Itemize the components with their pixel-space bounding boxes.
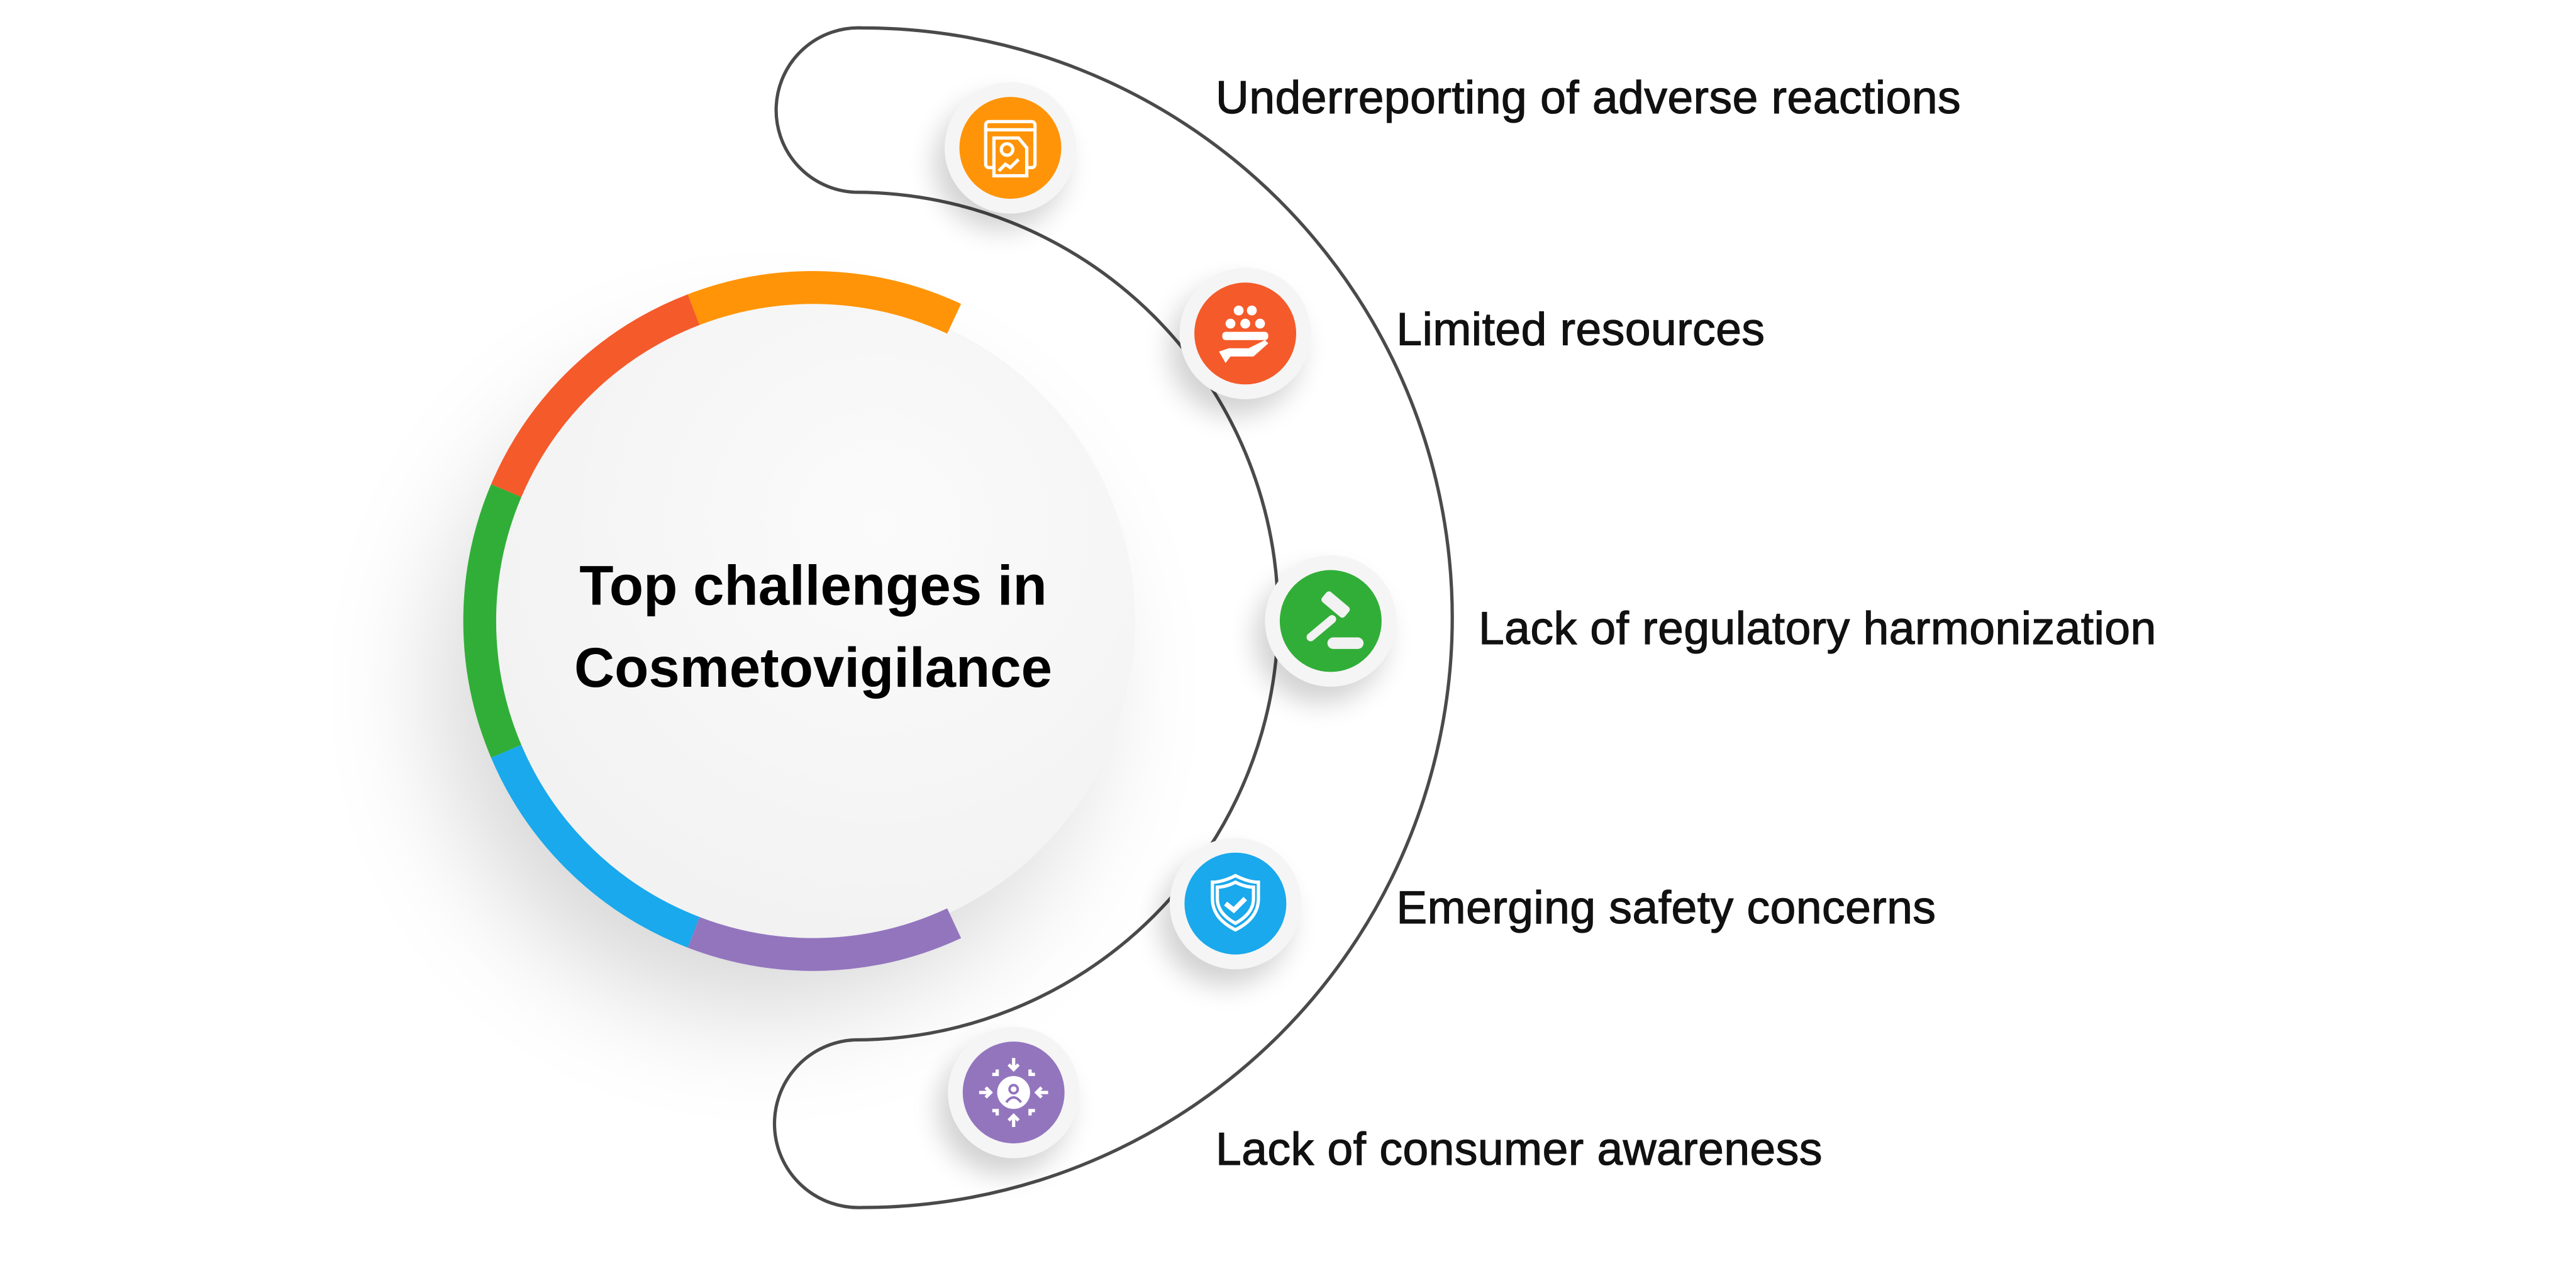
diagram-title: Top challenges in Cosmetovigilance bbox=[485, 545, 1142, 709]
user-focus-icon bbox=[979, 1058, 1048, 1127]
ring-segment-5 bbox=[687, 908, 962, 971]
item-label-underreporting: Underreporting of adverse reactions bbox=[1215, 72, 1962, 123]
title-line-2: Cosmetovigilance bbox=[574, 637, 1053, 700]
color-ring bbox=[463, 271, 962, 971]
ring-segment-2 bbox=[491, 294, 700, 497]
item-label-consumer-awareness: Lack of consumer awareness bbox=[1215, 1123, 1823, 1175]
item-label-safety: Emerging safety concerns bbox=[1396, 882, 1936, 933]
center-circle bbox=[491, 299, 1136, 943]
item-icon-limited-resources bbox=[1179, 267, 1311, 399]
item-icon-consumer-awareness bbox=[948, 1026, 1080, 1158]
item-icon-safety bbox=[1169, 838, 1301, 970]
icon-badge bbox=[1184, 852, 1287, 955]
item-label-limited-resources: Limited resources bbox=[1396, 304, 1765, 355]
item-icon-regulatory bbox=[1265, 555, 1397, 687]
ring-segment-1 bbox=[687, 271, 962, 334]
gavel-icon bbox=[1306, 591, 1364, 649]
ring-segment-4 bbox=[491, 745, 700, 948]
shield-check-icon bbox=[1211, 874, 1260, 932]
item-label-regulatory: Lack of regulatory harmonization bbox=[1478, 602, 2157, 654]
ring-segment-3 bbox=[463, 484, 521, 758]
title-line-1: Top challenges in bbox=[579, 555, 1047, 618]
report-chart-icon bbox=[984, 119, 1037, 178]
item-icon-underreporting bbox=[945, 82, 1076, 214]
people-hand-icon bbox=[1219, 305, 1269, 364]
